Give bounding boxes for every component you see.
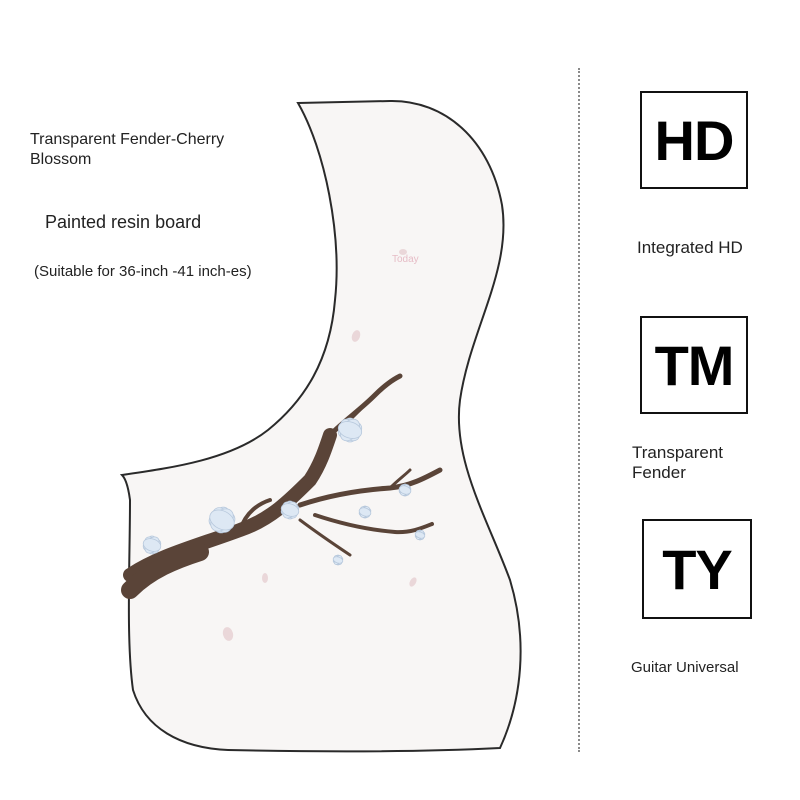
hd-badge: HD bbox=[640, 91, 748, 189]
blossom bbox=[142, 535, 162, 555]
ty-badge: TY bbox=[642, 519, 752, 619]
blossom bbox=[332, 554, 344, 566]
blossom bbox=[398, 483, 412, 497]
blossom bbox=[358, 505, 372, 519]
pickguard-shape bbox=[119, 99, 522, 753]
falling-petals bbox=[222, 249, 417, 641]
hd-caption: Integrated HD bbox=[637, 238, 743, 257]
cherry-blossoms bbox=[142, 417, 426, 566]
vertical-divider bbox=[578, 68, 580, 752]
blossom bbox=[280, 500, 300, 520]
ty-caption: Guitar Universal bbox=[631, 659, 739, 676]
suitable-note: (Suitable for 36-inch -41 inch-es) bbox=[34, 263, 252, 280]
blossom bbox=[208, 506, 236, 534]
product-title: Transparent Fender-Cherry Blossom bbox=[30, 131, 225, 168]
watermark: Today bbox=[392, 254, 419, 265]
product-subtitle: Painted resin board bbox=[45, 212, 202, 232]
blossom bbox=[414, 529, 426, 541]
tm-caption: Transparent Fender bbox=[632, 443, 724, 482]
tm-badge: TM bbox=[640, 316, 748, 414]
blossom bbox=[337, 417, 363, 443]
